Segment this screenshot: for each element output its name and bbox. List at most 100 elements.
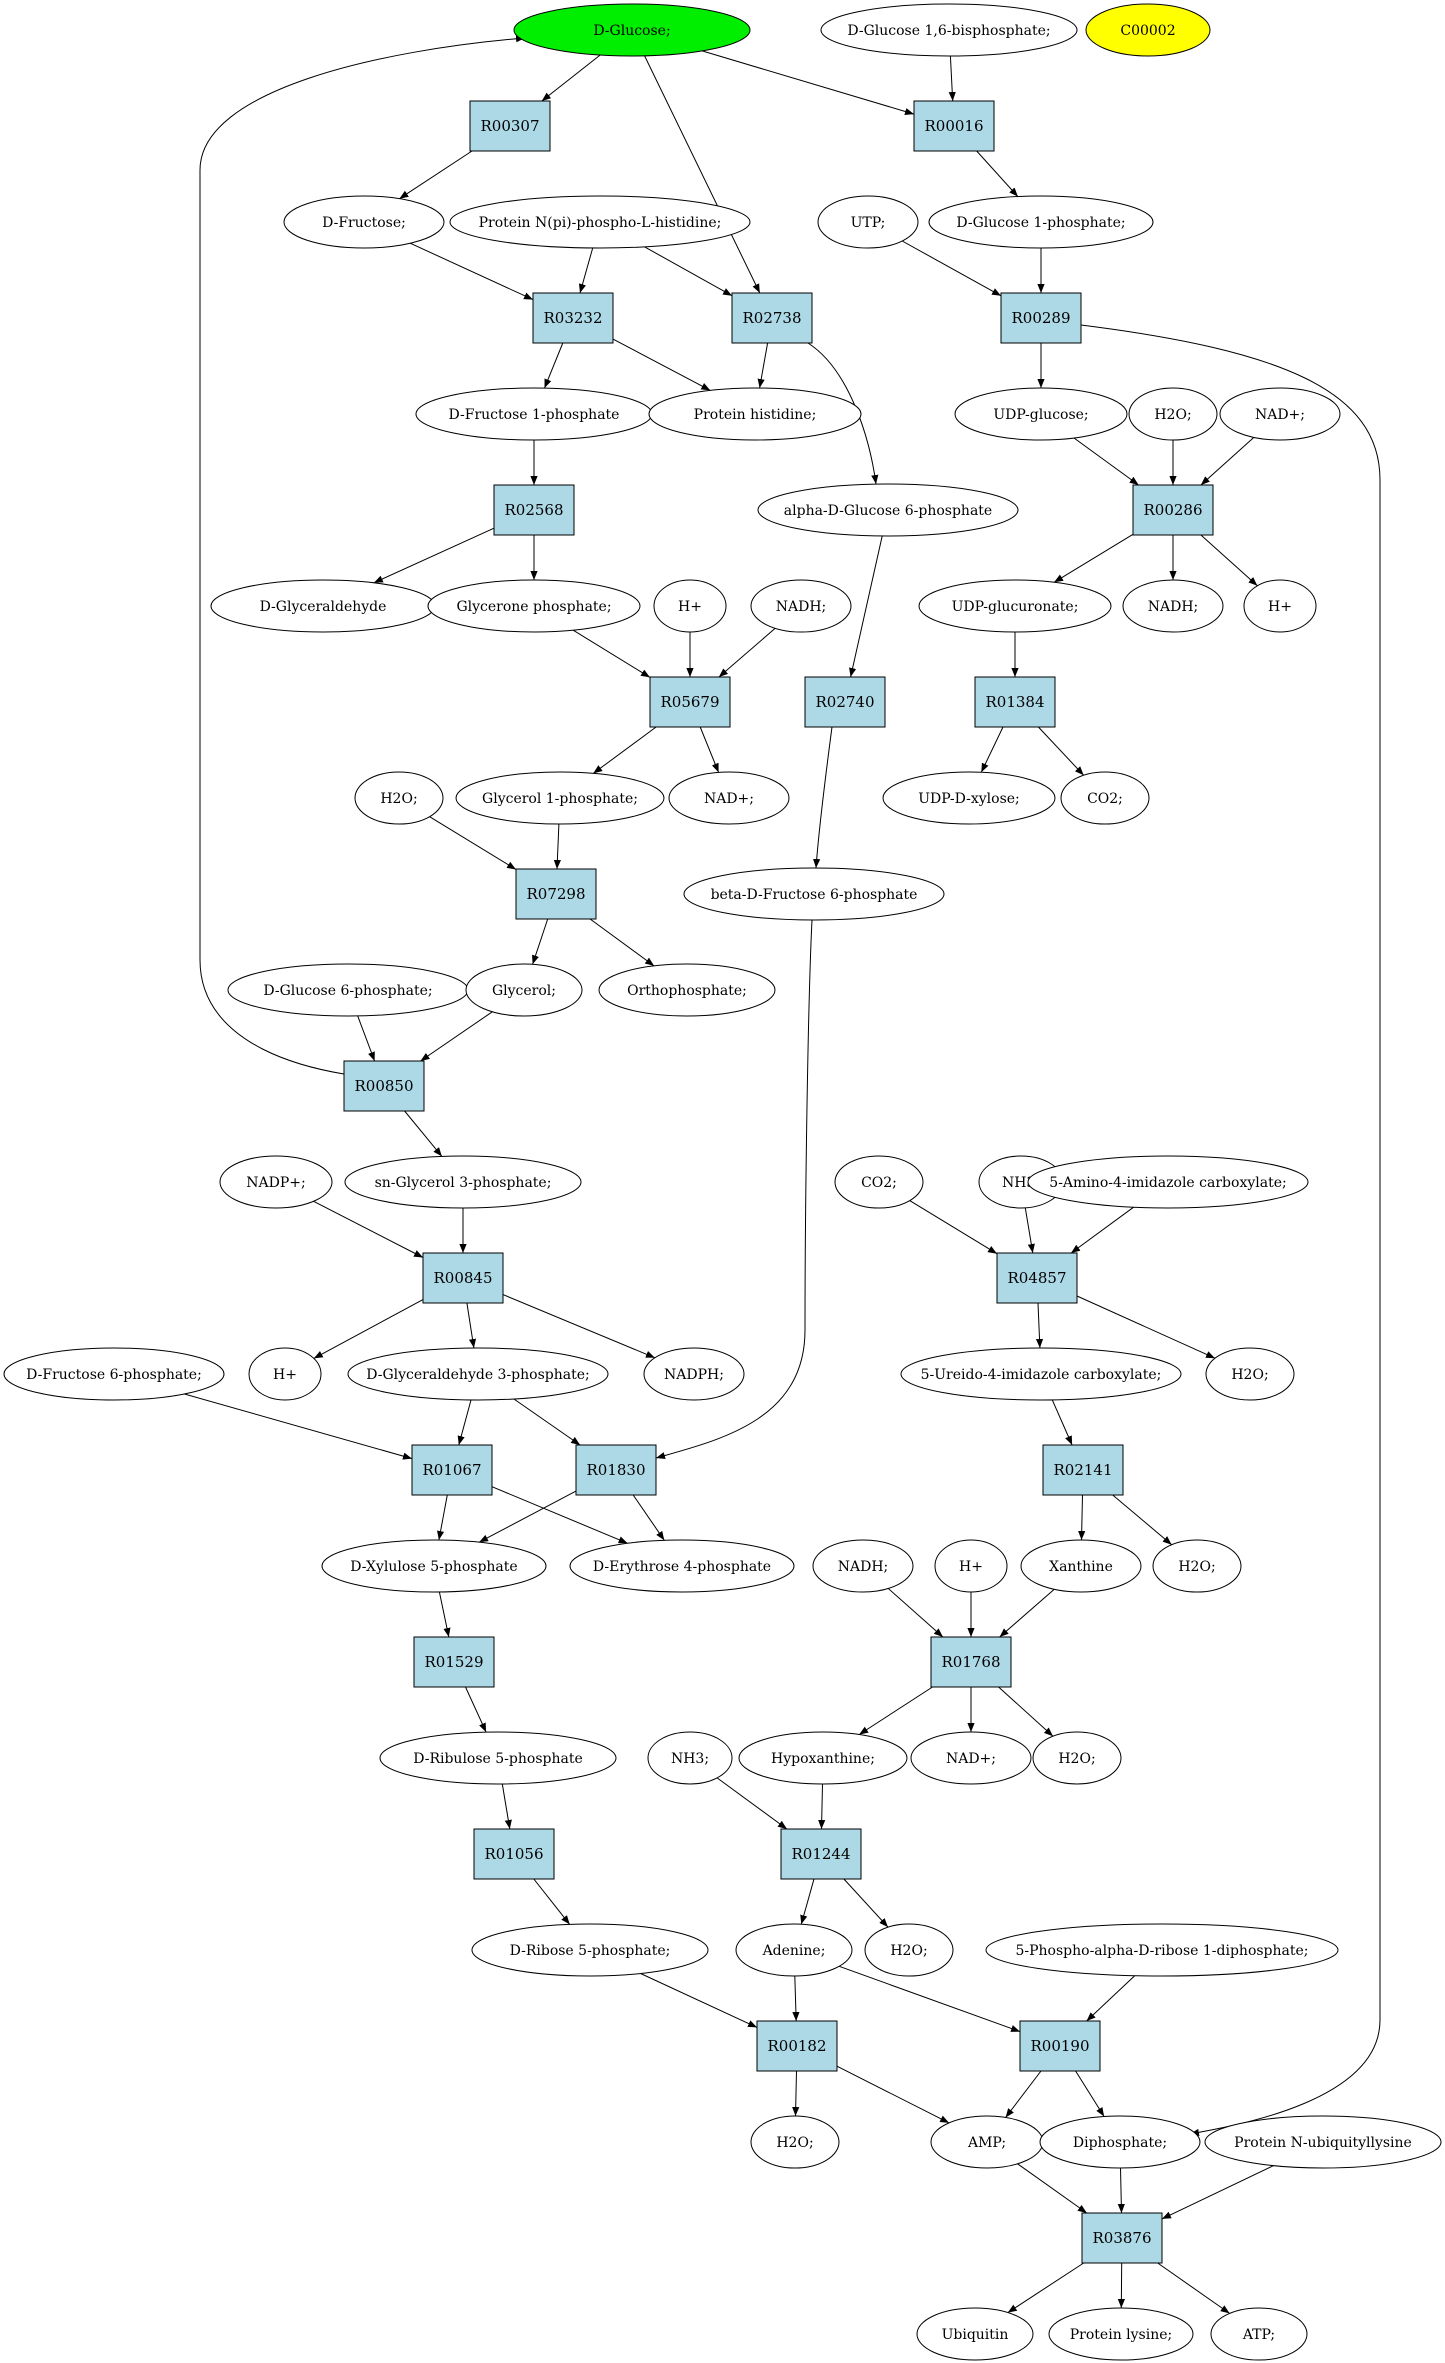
reaction-node-r00850[interactable]: R00850 [343,1060,425,1112]
compound-node-nadh_b[interactable]: NADH; [1122,579,1224,633]
reaction-node-r04857[interactable]: R04857 [996,1252,1078,1304]
reaction-node-r00016[interactable]: R00016 [913,100,995,152]
reaction-node-r02738[interactable]: R02738 [731,292,813,344]
edge-gap-to-R01830 [513,1398,581,1446]
compound-node-ubilys[interactable]: Protein N-ubiquityllysine [1204,2115,1442,2169]
compound-node-h2o_g[interactable]: H2O; [750,2115,840,2169]
compound-node-sng3p[interactable]: sn-Glycerol 3-phosphate; [344,1155,582,1209]
reaction-node-r00286[interactable]: R00286 [1132,484,1214,536]
compound-node-h2o_c[interactable]: H2O; [1205,1347,1295,1401]
compound-node-hyp[interactable]: Hypoxanthine; [738,1731,908,1785]
compound-node-uica[interactable]: 5-Ureido-4-imidazole carboxylate; [900,1347,1182,1401]
edge-nadh_c-to-R01768 [887,1588,944,1638]
node-label: Protein lysine; [1070,2327,1172,2343]
compound-node-nh3_b[interactable]: NH3; [647,1731,733,1785]
compound-node-glycerol[interactable]: Glycerol; [465,963,583,1017]
compound-node-co2_a[interactable]: CO2; [1060,771,1150,825]
compound-node-nphis[interactable]: Protein N(pi)-phospho-L-histidine; [449,195,751,249]
compound-node-ubq[interactable]: Ubiquitin [916,2307,1034,2361]
compound-node-c00002[interactable]: C00002 [1085,3,1211,57]
compound-node-xan[interactable]: Xanthine [1020,1539,1142,1593]
reaction-node-r03232[interactable]: R03232 [532,292,614,344]
compound-node-h2o_a[interactable]: H2O; [1128,387,1218,441]
reaction-node-r00845[interactable]: R00845 [422,1252,504,1304]
compound-node-nadh_c[interactable]: NADH; [812,1539,914,1593]
compound-node-gap[interactable]: D-Glyceraldehyde 3-phosphate; [347,1347,609,1401]
compound-node-g16bp[interactable]: D-Glucose 1,6-bisphosphate; [820,3,1078,57]
compound-node-utp[interactable]: UTP; [817,195,919,249]
compound-node-prothis[interactable]: Protein histidine; [648,387,862,441]
reaction-box [575,1444,657,1496]
compound-node-nadh_a[interactable]: NADH; [750,579,852,633]
compound-node-g6p[interactable]: D-Glucose 6-phosphate; [227,963,469,1017]
reaction-node-r01768[interactable]: R01768 [930,1636,1012,1688]
reaction-node-r07298[interactable]: R07298 [515,868,597,920]
compound-node-h2o_b[interactable]: H2O; [354,771,444,825]
compound-node-nadph[interactable]: NADPH; [643,1347,745,1401]
reaction-node-r02568[interactable]: R02568 [493,484,575,536]
compound-node-atp[interactable]: ATP; [1210,2307,1308,2361]
reaction-node-r00289[interactable]: R00289 [1000,292,1082,344]
reaction-node-r01384[interactable]: R01384 [974,676,1056,728]
compound-node-hplus_b[interactable]: H+ [1243,579,1317,633]
compound-node-ade[interactable]: Adenine; [735,1923,853,1977]
compound-node-hplus_d[interactable]: H+ [934,1539,1008,1593]
compound-node-udpglc[interactable]: UDP-glucose; [954,387,1128,441]
node-label: Protein N-ubiquityllysine [1234,2135,1412,2151]
compound-ellipse [757,483,1019,537]
compound-node-amp[interactable]: AMP; [930,2115,1044,2169]
compound-ellipse [910,1731,1032,1785]
compound-node-xu5p[interactable]: D-Xylulose 5-phosphate [321,1539,547,1593]
compound-node-glyald[interactable]: D-Glyceraldehyde [210,579,436,633]
compound-node-nadp_b[interactable]: NAD+; [668,771,790,825]
compound-node-pi[interactable]: Orthophosphate; [598,963,776,1017]
compound-node-g1p[interactable]: D-Glucose 1-phosphate; [928,195,1154,249]
reaction-node-r00182[interactable]: R00182 [756,2020,838,2072]
compound-node-h2o_f[interactable]: H2O; [864,1923,954,1977]
compound-node-protlys[interactable]: Protein lysine; [1048,2307,1194,2361]
reaction-node-r00307[interactable]: R00307 [469,100,551,152]
compound-node-h2o_e[interactable]: H2O; [1032,1731,1122,1785]
reaction-node-r00190[interactable]: R00190 [1019,2020,1101,2072]
compound-node-co2_b[interactable]: CO2; [834,1155,924,1209]
edge-glycerol-to-R00850 [420,1011,493,1062]
compound-node-h2o_d[interactable]: H2O; [1152,1539,1242,1593]
reaction-node-r01056[interactable]: R01056 [473,1828,555,1880]
edge-R01768-to-h2o_e [998,1686,1054,1737]
compound-node-udpxyl[interactable]: UDP-D-xylose; [882,771,1056,825]
compound-node-bf6p[interactable]: beta-D-Fructose 6-phosphate [683,867,945,921]
compound-node-gly1p[interactable]: Glycerol 1-phosphate; [455,771,665,825]
reaction-node-r02141[interactable]: R02141 [1042,1444,1124,1496]
compound-node-e4p[interactable]: D-Erythrose 4-phosphate [569,1539,795,1593]
compound-node-ru5p[interactable]: D-Ribulose 5-phosphate [379,1731,617,1785]
reaction-node-r01244[interactable]: R01244 [780,1828,862,1880]
reaction-node-r02740[interactable]: R02740 [804,676,886,728]
compound-node-fru[interactable]: D-Fructose; [283,195,445,249]
compound-node-r5p[interactable]: D-Ribose 5-phosphate; [471,1923,709,1977]
compound-node-nadp_a[interactable]: NAD+; [1219,387,1341,441]
node-label: R00845 [433,1269,492,1287]
compound-ellipse [354,771,444,825]
reaction-node-r01067[interactable]: R01067 [411,1444,493,1496]
compound-node-glc[interactable]: D-Glucose; [513,3,751,57]
reaction-node-r01529[interactable]: R01529 [413,1636,495,1688]
compound-node-f1p[interactable]: D-Fructose 1-phosphate [415,387,653,441]
reaction-node-r01830[interactable]: R01830 [575,1444,657,1496]
compound-node-ag6p[interactable]: alpha-D-Glucose 6-phosphate [757,483,1019,537]
compound-node-udpglcur[interactable]: UDP-glucuronate; [918,579,1112,633]
compound-ellipse [647,1731,733,1785]
compound-node-nh3_a[interactable]: NH3; [978,1155,1064,1209]
compound-node-nadpp[interactable]: NADP+; [219,1155,333,1209]
compound-node-f6p[interactable]: D-Fructose 6-phosphate; [3,1347,225,1401]
compound-node-nadp_c[interactable]: NAD+; [910,1731,1032,1785]
compound-node-prpp[interactable]: 5-Phospho-alpha-D-ribose 1-diphosphate; [985,1923,1339,1977]
edge-ade-to-R00182 [792,1975,800,2022]
reaction-node-r03876[interactable]: R03876 [1081,2212,1163,2264]
compound-node-dhap[interactable]: Glycerone phosphate; [427,579,641,633]
compound-node-hplus_c[interactable]: H+ [248,1347,322,1401]
compound-node-aica[interactable]: 5-Amino-4-imidazole carboxylate; [1027,1155,1309,1209]
node-label: R02568 [504,501,563,519]
reaction-node-r05679[interactable]: R05679 [649,676,731,728]
compound-node-ppi[interactable]: Diphosphate; [1039,2115,1201,2169]
compound-node-hplus_a[interactable]: H+ [653,579,727,633]
